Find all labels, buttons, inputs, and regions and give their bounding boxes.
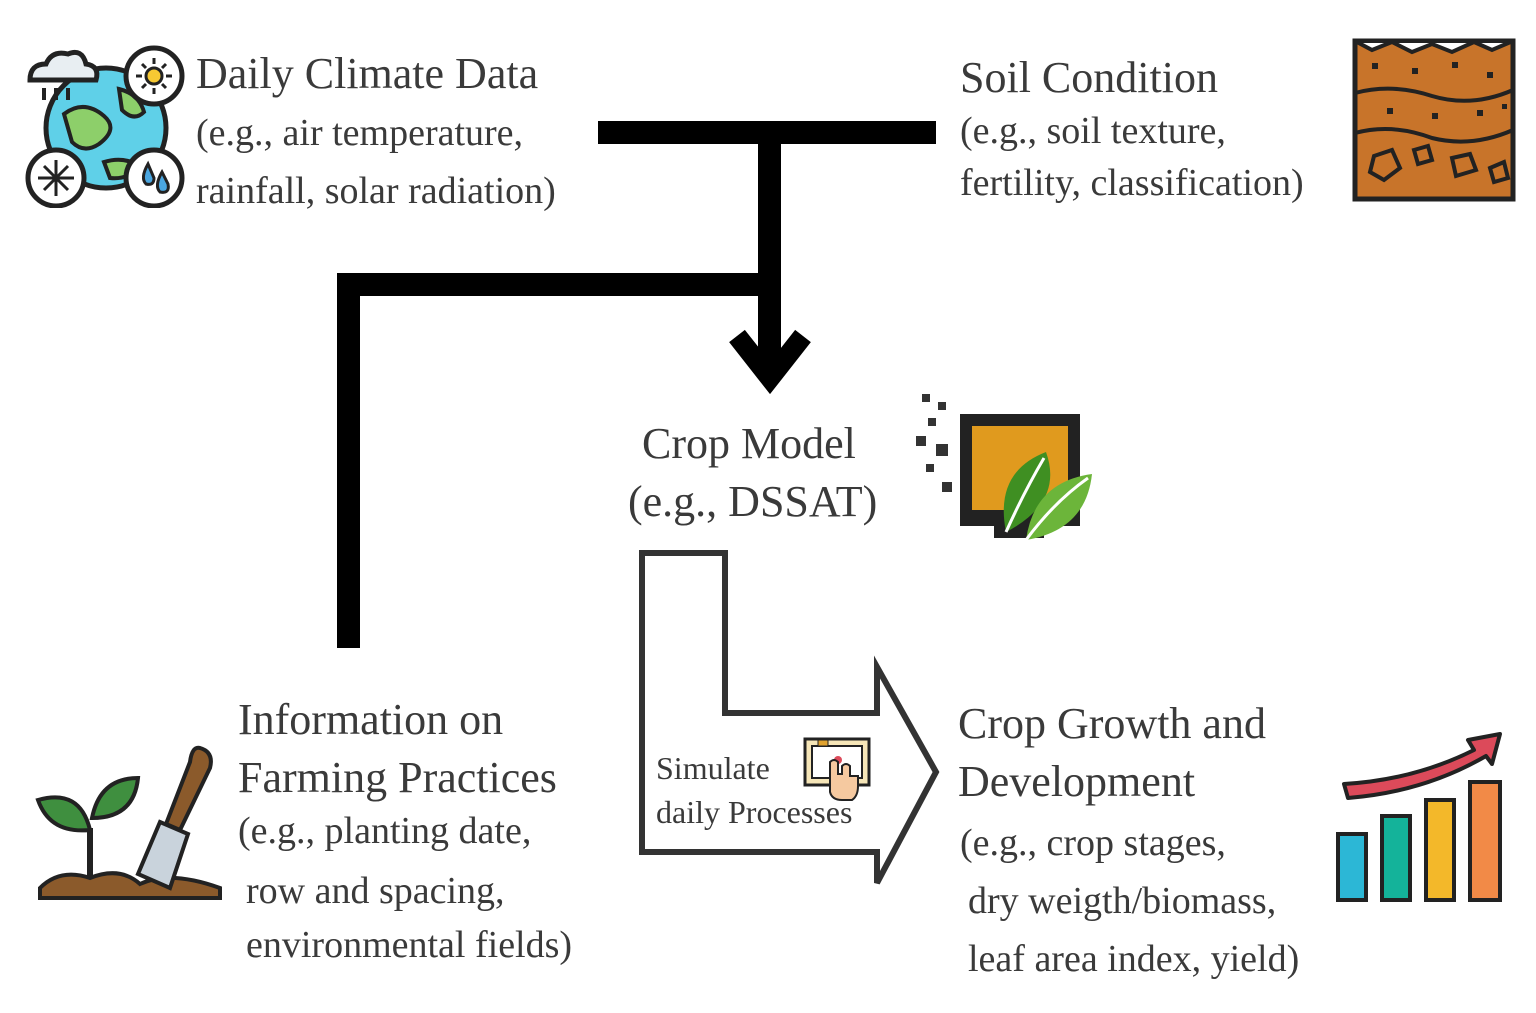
growth-example-line2: dry weigth/biomass, bbox=[968, 880, 1277, 922]
growth-title-line2: Development bbox=[958, 757, 1196, 806]
soil-example-line1: (e.g., soil texture, bbox=[960, 110, 1226, 152]
climate-example-line2: rainfall, solar radiation) bbox=[196, 170, 556, 212]
farming-horizontal-connector bbox=[337, 273, 769, 296]
touch-screen-icon bbox=[803, 737, 871, 801]
computer-leaf-icon bbox=[916, 394, 1092, 541]
farming-title-line2: Farming Practices bbox=[238, 753, 557, 802]
farming-example-line3: environmental fields) bbox=[246, 924, 573, 966]
soil-layers-icon bbox=[1352, 38, 1516, 202]
crop-model-example: (e.g., DSSAT) bbox=[628, 477, 878, 526]
down-arrow-head bbox=[729, 329, 811, 395]
seedling-trowel-icon bbox=[35, 745, 222, 900]
climate-example-line1: (e.g., air temperature, bbox=[196, 112, 524, 154]
growth-title-line1: Crop Growth and bbox=[958, 699, 1266, 748]
main-vertical-connector bbox=[758, 121, 781, 371]
soil-title: Soil Condition bbox=[960, 53, 1218, 102]
simulate-bent-arrow bbox=[639, 550, 940, 885]
growth-example-line1: (e.g., crop stages, bbox=[960, 822, 1226, 864]
simulate-label-line1: Simulate bbox=[656, 750, 770, 786]
soil-example-line2: fertility, classification) bbox=[960, 162, 1304, 204]
simulate-label-line2: daily Processes bbox=[656, 794, 853, 830]
growth-bar-chart-icon bbox=[1336, 732, 1502, 902]
crop-model-title: Crop Model bbox=[642, 419, 856, 468]
farming-vertical-connector bbox=[337, 273, 360, 648]
earth-weather-icon bbox=[25, 45, 185, 208]
farming-example-line1: (e.g., planting date, bbox=[238, 810, 532, 852]
climate-title: Daily Climate Data bbox=[196, 49, 539, 98]
farming-example-line2: row and spacing, bbox=[246, 870, 505, 912]
growth-example-line3: leaf area index, yield) bbox=[968, 938, 1300, 980]
farming-title-line1: Information on bbox=[238, 695, 504, 744]
